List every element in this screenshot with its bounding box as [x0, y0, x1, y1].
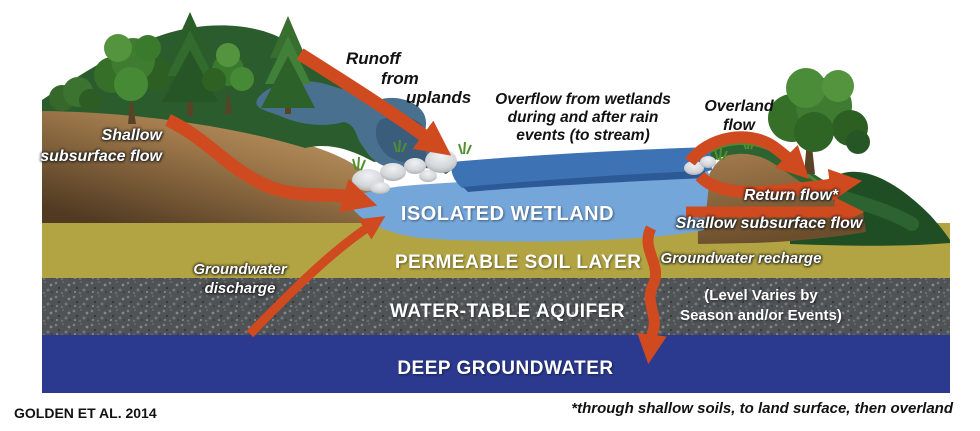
berm-soil-face [697, 149, 866, 244]
label-overflow: Overflow from wetlands during and after … [473, 91, 693, 145]
label-runoff-line-3: uplands [406, 88, 472, 107]
shallow-subsurface-left-arrow [165, 114, 378, 213]
label-shallow-subsurface-left: Shallow subsurface flow [20, 125, 162, 167]
groundwater-recharge-arrow [637, 225, 667, 365]
label-groundwater-recharge: Groundwater recharge [660, 250, 822, 267]
tree-deciduous-icon [94, 34, 172, 124]
isolated-wetland-waterbody [348, 168, 710, 242]
label-isolated-wetland: ISOLATED WETLAND [400, 203, 615, 225]
footnote-text: *through shallow soils, to land surface,… [571, 400, 953, 417]
rocks-outlet [684, 156, 716, 175]
bush-icon [49, 77, 101, 111]
label-groundwater-discharge: Groundwater discharge [175, 260, 305, 298]
flow-arrows [165, 48, 865, 365]
tree-deciduous-icon [768, 68, 870, 154]
credit-text: GOLDEN ET AL. 2014 [14, 405, 157, 421]
label-overflow-line-2: during and after rain [507, 109, 659, 126]
groundwater-discharge-arrow [246, 216, 386, 338]
overland-flow-arrow [685, 131, 810, 180]
label-runoff-line-1: Runoff [346, 49, 401, 68]
label-return-flow: Return flow* [743, 187, 839, 204]
left-trees [49, 12, 315, 124]
label-runoff-line-2: from [381, 69, 419, 88]
label-overflow-line-1: Overflow from wetlands [495, 91, 671, 108]
label-deep-groundwater: DEEP GROUNDWATER [397, 358, 614, 379]
label-shallow-subsurface-right: Shallow subsurface flow [675, 215, 863, 232]
tree-conifer-icon [162, 12, 218, 116]
label-overland-flow-line-2: flow [723, 117, 755, 134]
grass-tufts [352, 137, 755, 171]
label-overland-flow: Overland flow [689, 97, 789, 135]
label-level-varies: (Level Varies by Season and/or Events) [661, 286, 861, 325]
wetland-surface-water [451, 147, 712, 188]
label-level-varies-line-1: (Level Varies by [704, 287, 818, 304]
return-flow-arrow [695, 168, 863, 202]
label-shallow-subsurface-left-line-2: subsurface flow [40, 148, 162, 165]
label-level-varies-line-2: Season and/or Events) [680, 306, 842, 324]
deep-groundwater-layer [42, 335, 950, 393]
label-overflow-line-3: events (to stream) [516, 127, 650, 144]
label-groundwater-discharge-line-1: Groundwater [193, 261, 287, 278]
label-groundwater-discharge-line-2: discharge [204, 280, 276, 297]
label-overland-flow-line-1: Overland [704, 98, 774, 115]
label-permeable-soil-layer: PERMEABLE SOIL LAYER [395, 252, 642, 273]
aquifer-speckle-texture [42, 278, 950, 335]
runoff-arrow [296, 48, 452, 156]
label-shallow-subsurface-left-line-1: Shallow [101, 127, 162, 144]
label-water-table-aquifer: WATER-TABLE AQUIFER [389, 301, 625, 322]
right-trees [768, 68, 870, 174]
tree-deciduous-icon [202, 43, 254, 114]
wetland-surface-shadow [463, 171, 705, 192]
tree-conifer-icon [261, 16, 315, 114]
